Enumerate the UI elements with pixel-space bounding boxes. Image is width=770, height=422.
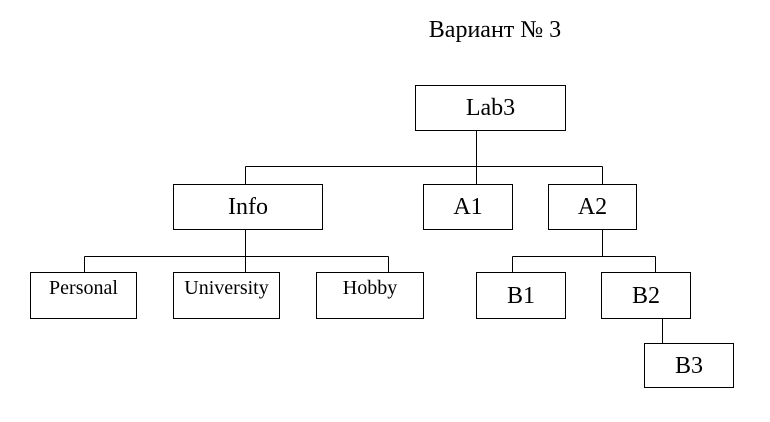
node-label: Personal <box>49 277 118 299</box>
node-label: B2 <box>631 282 660 309</box>
node-a1: A1 <box>423 184 513 230</box>
node-lab3: Lab3 <box>415 85 566 131</box>
node-b1: B1 <box>476 272 566 319</box>
node-label: University <box>184 277 269 299</box>
node-info: Info <box>173 184 323 230</box>
node-b2: B2 <box>601 272 691 319</box>
node-university: University <box>173 272 280 319</box>
node-label: A2 <box>577 194 608 220</box>
node-label: B1 <box>506 282 535 309</box>
node-hobby: Hobby <box>316 272 424 319</box>
node-label: Hobby <box>342 277 398 299</box>
node-b3: B3 <box>644 343 734 388</box>
diagram-title: Вариант № 3 <box>428 17 562 43</box>
node-label: A1 <box>453 194 483 220</box>
node-a2: A2 <box>548 184 637 230</box>
node-label: Lab3 <box>465 95 516 121</box>
node-label: Info <box>228 194 268 220</box>
node-label: B3 <box>674 352 703 379</box>
node-personal: Personal <box>30 272 137 319</box>
